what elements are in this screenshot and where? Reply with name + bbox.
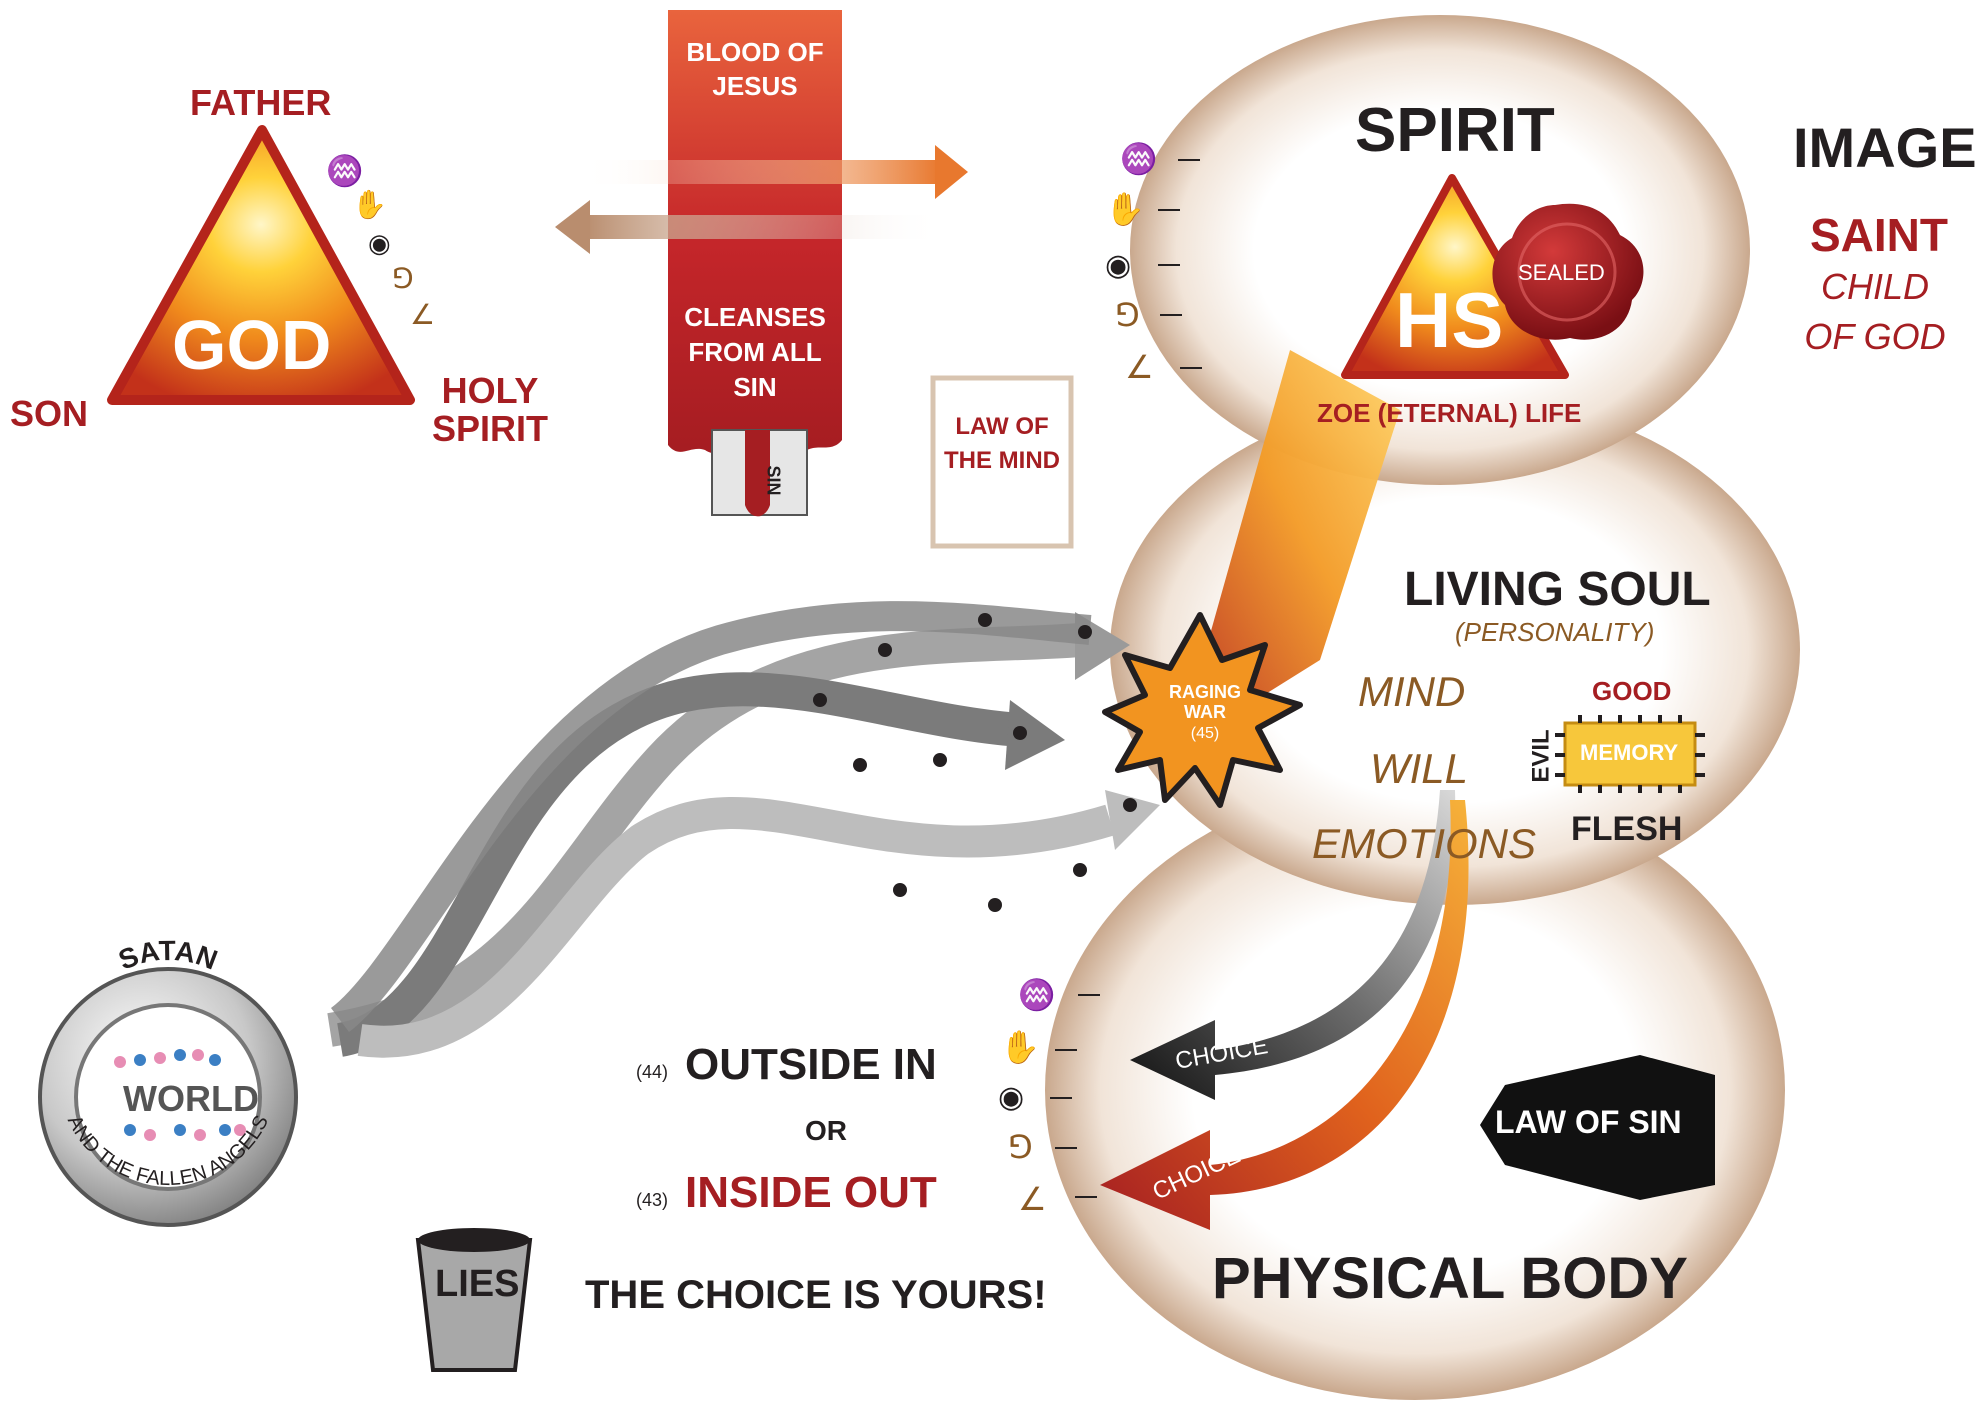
nose-icon: ∠ xyxy=(1125,349,1154,385)
nose-icon: ∠ xyxy=(410,299,436,330)
outside-in-label: OUTSIDE IN xyxy=(685,1040,937,1089)
ear-icon: ⅁ xyxy=(392,263,414,294)
world-influence-arrows xyxy=(327,601,1160,1058)
will-label: WILL xyxy=(1370,745,1469,792)
physical-body-title: PHYSICAL BODY xyxy=(1212,1246,1688,1311)
lies-bucket xyxy=(415,1228,533,1372)
eye-icon: ◉ xyxy=(1105,249,1132,282)
blood-of-jesus-label: BLOOD OF JESUS xyxy=(686,37,824,101)
emotions-label: EMOTIONS xyxy=(1312,820,1537,867)
cleanses-label: CLEANSES FROM ALL SIN xyxy=(684,302,826,402)
raging-war-label: RAGING WAR xyxy=(1169,682,1241,722)
tongue-icon: ♒ xyxy=(1018,979,1056,1012)
choice-is-yours-label: THE CHOICE IS YOURS! xyxy=(585,1273,1047,1317)
satan-circle: SATAN AND THE FALLEN ANGELS xyxy=(38,935,298,1227)
raging-war-ref: (45) xyxy=(1190,725,1220,742)
memory-chip xyxy=(1555,715,1705,793)
law-of-mind-label: LAW OF THE MIND xyxy=(944,413,1060,474)
mind-label: MIND xyxy=(1358,668,1466,715)
inside-out-ref: (43) xyxy=(636,1190,669,1210)
sense-ticks xyxy=(1050,159,1202,1198)
law-of-sin-shape xyxy=(1480,1055,1715,1200)
evil-label: EVIL xyxy=(1527,729,1555,783)
hand-icon: ✋ xyxy=(352,189,387,220)
son-label: SON xyxy=(10,393,89,434)
body-sphere xyxy=(1045,780,1785,1400)
tongue-icon: ♒ xyxy=(326,155,364,188)
holy-spirit-label: HOLY SPIRIT xyxy=(431,370,548,449)
saint-label: SAINT xyxy=(1810,209,1948,261)
exchange-arrows xyxy=(555,145,968,254)
child-of-god-label: CHILD OF GOD xyxy=(1804,266,1946,357)
living-soul-title: LIVING SOUL xyxy=(1404,563,1711,616)
memory-label: MEMORY xyxy=(1580,740,1679,765)
nose-icon: ∠ xyxy=(1018,1181,1047,1217)
ear-icon: ⅁ xyxy=(1115,297,1140,333)
raging-war-burst xyxy=(1102,612,1303,808)
spirit-beam xyxy=(1200,350,1400,710)
sin-block-label: SIN xyxy=(763,465,784,496)
hand-icon: ✋ xyxy=(1000,1029,1040,1065)
outside-in-ref: (44) xyxy=(636,1062,669,1082)
inside-out-label: INSIDE OUT xyxy=(685,1168,937,1217)
hs-label: HS xyxy=(1395,276,1504,364)
image-title: IMAGE xyxy=(1793,116,1977,179)
personality-label: (PERSONALITY) xyxy=(1455,617,1655,647)
zoe-life-label: ZOE (ETERNAL) LIFE xyxy=(1317,398,1582,428)
world-label: WORLD xyxy=(123,1078,259,1119)
ear-icon: ⅁ xyxy=(1008,1129,1033,1165)
wax-seal xyxy=(1492,203,1644,340)
god-label: GOD xyxy=(172,306,332,384)
choice-arrows xyxy=(1100,790,1469,1230)
law-of-mind-box xyxy=(930,375,1074,549)
eye-icon: ◉ xyxy=(368,228,391,258)
tongue-icon: ♒ xyxy=(1120,143,1158,176)
sealed-label: SEALED xyxy=(1518,260,1605,285)
hand-icon: ✋ xyxy=(1105,191,1145,227)
law-of-sin-label: LAW OF SIN xyxy=(1495,1104,1682,1140)
or-label: OR xyxy=(805,1115,847,1146)
flesh-label: FLESH xyxy=(1571,810,1683,848)
god-triangle xyxy=(107,125,415,405)
blood-banner xyxy=(668,10,842,517)
spirit-title: SPIRIT xyxy=(1355,96,1555,165)
father-label: FATHER xyxy=(190,82,332,123)
good-label: GOOD xyxy=(1592,676,1672,706)
eye-icon: ◉ xyxy=(998,1081,1025,1114)
lies-label: LIES xyxy=(435,1263,520,1305)
